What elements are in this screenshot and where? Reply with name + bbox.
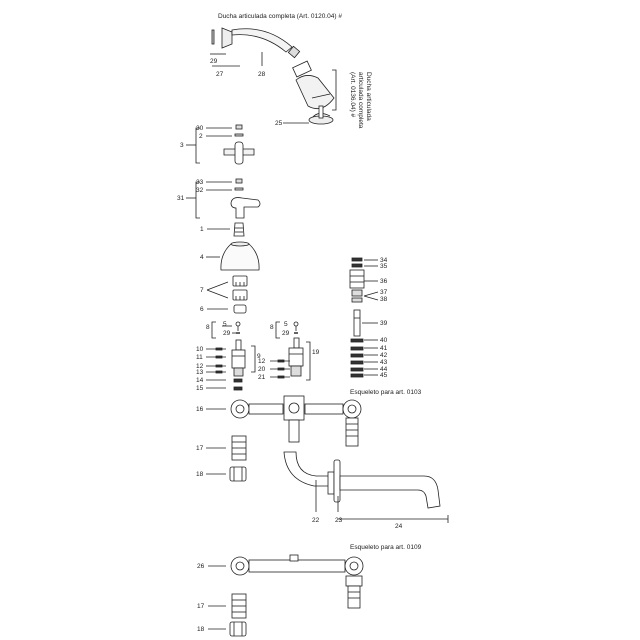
title-shower-complete: Ducha articulada completa (Art. 0120.04)… (218, 13, 342, 20)
callout-1: 1 (200, 226, 204, 233)
callout-9: 9 (257, 353, 261, 360)
callout-30: 30 (196, 125, 204, 132)
callout-29: 29 (223, 330, 231, 337)
callout-39: 39 (380, 320, 388, 327)
callout-7: 7 (200, 287, 204, 294)
title-shower-articulated: Ducha articulada articulada completa (Ar… (348, 72, 372, 128)
skeleton-0103-body (206, 395, 449, 523)
right-cartridge-column (349, 257, 379, 378)
callout-32: 32 (196, 187, 204, 194)
callout-18: 18 (197, 626, 205, 633)
callout-21: 21 (258, 374, 266, 381)
callout-4: 4 (200, 254, 204, 261)
bell-cover-stack (206, 222, 260, 314)
callout-45: 45 (380, 372, 388, 379)
callout-29: 29 (282, 330, 290, 337)
callout-10: 10 (196, 346, 204, 353)
callout-16: 16 (196, 406, 204, 413)
callout-33: 33 (196, 179, 204, 186)
cross-handle-assembly (186, 124, 255, 165)
callout-38: 38 (380, 296, 388, 303)
callout-11: 11 (196, 354, 203, 361)
callout-8: 8 (270, 324, 274, 331)
callout-12: 12 (196, 363, 204, 370)
callout-labels: 29 27 28 25 30 2 3 33 32 31 1 4 7 6 8 5 … (177, 58, 403, 633)
callout-8: 8 (206, 324, 210, 331)
title-shower-articulated-line3: (Art. 0136.04) # (349, 72, 356, 118)
callout-37: 37 (380, 289, 388, 296)
callout-13: 13 (196, 369, 204, 376)
title-shower-articulated-line2: articulada completa (357, 72, 364, 129)
callout-14: 14 (196, 377, 204, 384)
callout-24: 24 (395, 523, 403, 530)
callout-26: 26 (197, 563, 205, 570)
shower-arm-assembly (210, 27, 337, 125)
callout-41: 41 (380, 345, 388, 352)
callout-29: 29 (210, 58, 218, 65)
callout-44: 44 (380, 366, 388, 373)
callout-43: 43 (380, 359, 388, 366)
callout-23: 23 (335, 517, 343, 524)
callout-25: 25 (275, 120, 283, 127)
callout-19: 19 (312, 349, 320, 356)
callout-42: 42 (380, 352, 388, 359)
cartridge-right (270, 321, 311, 381)
lever-handle-assembly (186, 178, 261, 219)
callout-6: 6 (200, 306, 204, 313)
callout-12: 12 (258, 358, 266, 365)
callout-20: 20 (258, 366, 266, 373)
callout-40: 40 (380, 337, 388, 344)
callout-17: 17 (196, 445, 204, 452)
title-skeleton-0103: Esqueleto para art. 0103 (350, 389, 422, 396)
callout-36: 36 (380, 278, 388, 285)
callout-35: 35 (380, 263, 388, 270)
callout-28: 28 (258, 71, 266, 78)
callout-2: 2 (199, 133, 203, 140)
skeleton-0109-body (208, 554, 364, 637)
callout-31: 31 (177, 195, 185, 202)
callout-34: 34 (380, 257, 388, 264)
callout-27: 27 (216, 71, 224, 78)
callout-5: 5 (223, 321, 227, 328)
callout-15: 15 (196, 385, 204, 392)
callout-17: 17 (197, 603, 205, 610)
callout-3: 3 (180, 142, 184, 149)
title-skeleton-0109: Esqueleto para art. 0109 (350, 544, 422, 551)
cartridge-left (206, 321, 256, 391)
title-shower-articulated-line1: Ducha articulada (365, 72, 372, 121)
callout-5: 5 (284, 321, 288, 328)
callout-18: 18 (196, 471, 204, 478)
callout-22: 22 (312, 517, 320, 524)
